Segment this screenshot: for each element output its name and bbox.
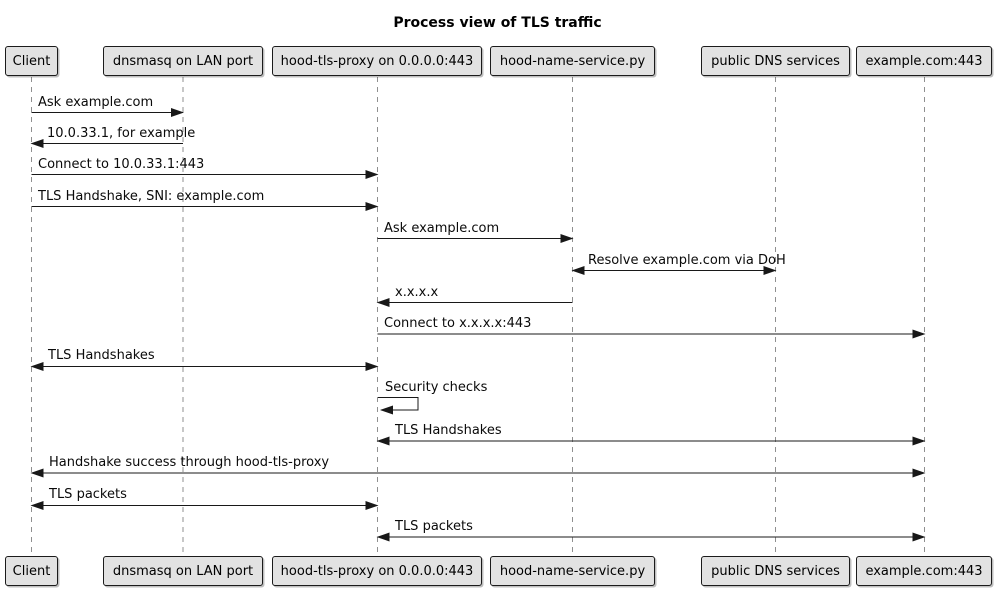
participant-box-bottom-client: Client (5, 556, 58, 586)
message-label-4: TLS Handshake, SNI: example.com (38, 189, 265, 204)
message-label-10: Security checks (385, 380, 488, 395)
message-label-11: TLS Handshakes (395, 423, 502, 438)
message-label-5: Ask example.com (384, 221, 500, 236)
participant-box-top-example-com: example.com:443 (856, 46, 992, 76)
message-label-3: Connect to 10.0.33.1:443 (38, 157, 205, 172)
participant-box-top-hood-name-service: hood-name-service.py (490, 46, 655, 76)
message-label-6: Resolve example.com via DoH (588, 253, 786, 268)
message-arrow-10-self-loop (378, 397, 419, 415)
participant-box-bottom-hood-name-service: hood-name-service.py (490, 556, 655, 586)
participant-box-bottom-dnsmasq: dnsmasq on LAN port (103, 556, 263, 586)
participant-box-bottom-example-com: example.com:443 (856, 556, 992, 586)
participant-box-bottom-public-dns: public DNS services (701, 556, 850, 586)
message-label-14: TLS packets (395, 519, 473, 534)
message-label-13: TLS packets (49, 487, 127, 502)
diagram-title: Process view of TLS traffic (393, 15, 602, 31)
message-label-9: TLS Handshakes (48, 348, 155, 363)
participant-box-top-dnsmasq: dnsmasq on LAN port (103, 46, 263, 76)
participant-box-bottom-hood-tls-proxy: hood-tls-proxy on 0.0.0.0:443 (272, 556, 482, 586)
participant-box-top-client: Client (5, 46, 58, 76)
message-label-2: 10.0.33.1, for example (47, 126, 196, 141)
message-label-1: Ask example.com (38, 95, 154, 110)
participant-box-top-public-dns: public DNS services (701, 46, 850, 76)
message-label-12: Handshake success through hood-tls-proxy (49, 455, 330, 470)
message-label-8: Connect to x.x.x.x:443 (384, 316, 532, 331)
participant-box-top-hood-tls-proxy: hood-tls-proxy on 0.0.0.0:443 (272, 46, 482, 76)
message-label-7: x.x.x.x (395, 285, 439, 300)
